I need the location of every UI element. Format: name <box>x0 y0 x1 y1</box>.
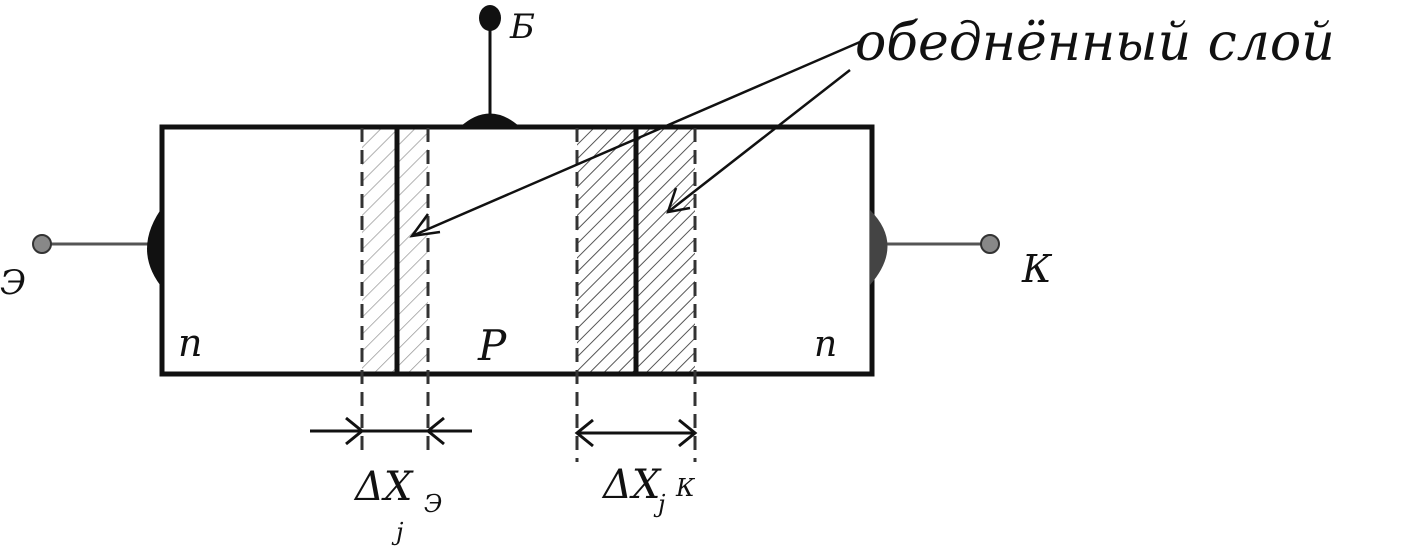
base-label: Б <box>509 7 535 47</box>
collector-label: К <box>1021 247 1053 291</box>
collector-width-delta: ΔX <box>601 462 662 508</box>
emitter-width-sub-term: Э <box>424 490 442 518</box>
annotation-arrows <box>409 40 861 238</box>
region-middle-label: P <box>477 321 507 370</box>
semiconductor-body <box>159 124 875 377</box>
region-left-label: n <box>178 321 202 365</box>
region-right-label: n <box>814 324 837 365</box>
depletion-layer-annotation: обеднённый слой <box>855 13 1335 73</box>
emitter-width-delta: ΔX <box>353 464 414 510</box>
base-terminal <box>460 5 520 127</box>
collector-width-sub-term: К <box>675 474 696 502</box>
emitter-width-sub-j: j <box>391 518 404 546</box>
collector-terminal <box>870 210 1000 285</box>
collector-width-dimension <box>574 418 698 448</box>
depletion-boundaries <box>360 128 697 462</box>
emitter-terminal <box>32 205 164 290</box>
emitter-label: Э <box>0 263 26 303</box>
emitter-width-dimension <box>310 416 472 446</box>
